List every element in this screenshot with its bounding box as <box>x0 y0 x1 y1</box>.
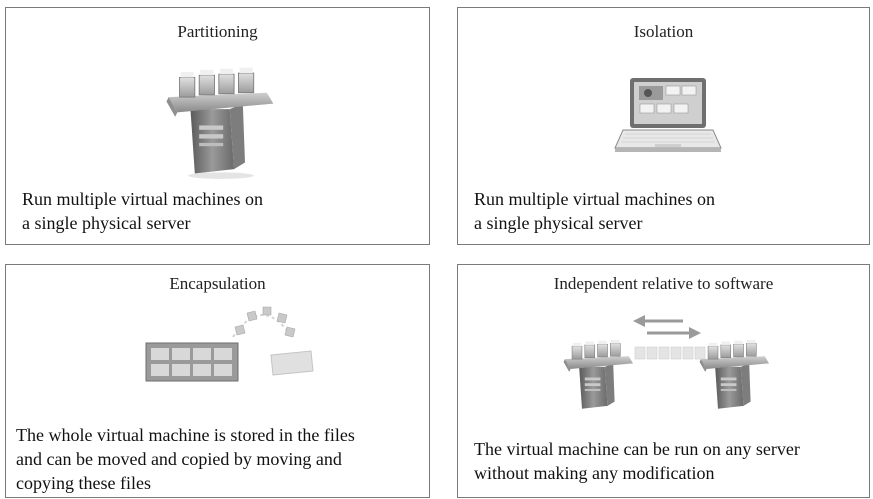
panel-caption: The virtual machine can be run on any se… <box>474 437 800 485</box>
partitioning-panel: Partitioning Run multiple virtual machin… <box>5 7 430 245</box>
caption-line: without making any modification <box>474 463 715 483</box>
caption-line: The virtual machine can be run on any se… <box>474 439 800 459</box>
file-transfer-icon <box>145 306 314 382</box>
panel-caption: Run multiple virtual machines on a singl… <box>474 187 715 235</box>
caption-line: The whole virtual machine is stored in t… <box>16 425 355 445</box>
panel-title: Partitioning <box>177 22 258 41</box>
laptop-icon <box>614 78 722 152</box>
encapsulation-panel: Encapsulation The whole virtual machine … <box>5 264 430 498</box>
server-migration-icon <box>563 315 773 412</box>
caption-line: a single physical server <box>474 213 643 233</box>
caption-line: and can be moved and copied by moving an… <box>16 449 342 469</box>
panel-caption: The whole virtual machine is stored in t… <box>16 423 355 495</box>
server-with-virtual-machines-icon <box>166 60 276 179</box>
caption-line: a single physical server <box>22 213 191 233</box>
panel-title: Independent relative to software <box>553 274 774 293</box>
independent-panel: Independent relative to software The vir… <box>457 264 870 498</box>
caption-line: Run multiple virtual machines on <box>474 189 715 209</box>
panel-title: Isolation <box>633 22 694 41</box>
caption-line: Run multiple virtual machines on <box>22 189 263 209</box>
caption-line: copying these files <box>16 473 151 493</box>
panel-title: Encapsulation <box>169 274 266 293</box>
isolation-panel: Isolation Run multiple virtual machines … <box>457 7 870 245</box>
panel-caption: Run multiple virtual machines on a singl… <box>22 187 263 235</box>
